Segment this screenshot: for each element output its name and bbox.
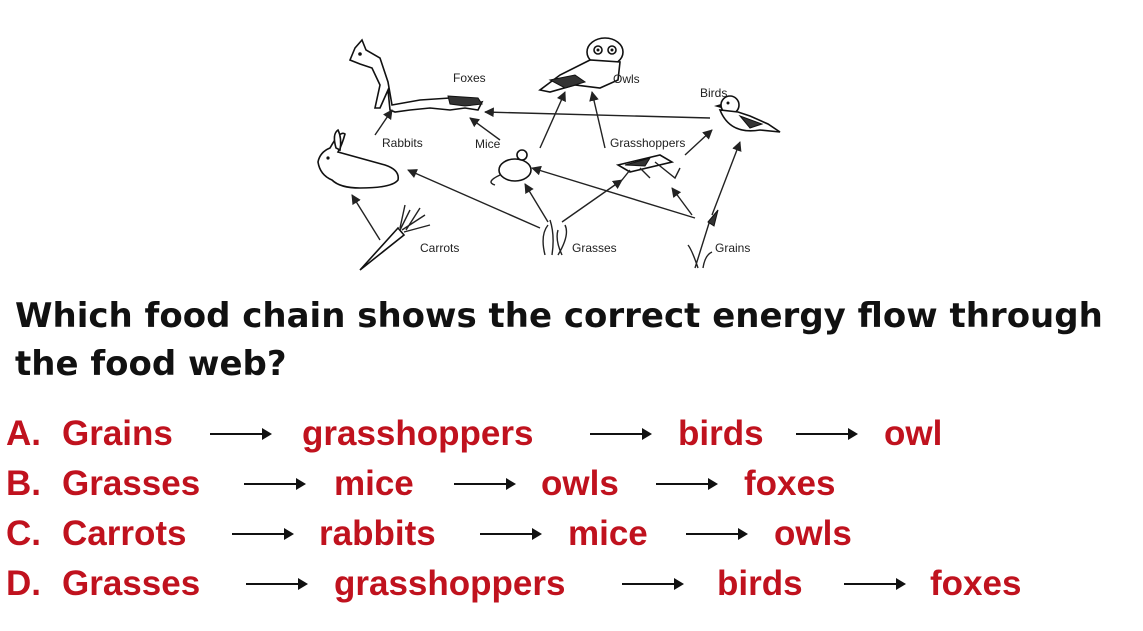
choice-item: owls (541, 464, 619, 503)
choice-letter: C. (6, 514, 41, 553)
question-text: Which food chain shows the correct energ… (15, 296, 1103, 384)
choice-letter: D. (6, 564, 41, 603)
choice-item: Grasses (62, 564, 201, 603)
label-grasses: Grasses (572, 241, 617, 255)
label-birds: Birds (700, 86, 727, 100)
choice-item: Grasses (62, 464, 201, 503)
answer-choices: A. Grains grasshoppers birds owl B. Gras… (0, 410, 1143, 620)
energy-arrows (351, 91, 742, 241)
label-owls: Owls (613, 72, 640, 86)
label-foxes: Foxes (453, 71, 486, 85)
arrow-right-icon (796, 428, 858, 440)
label-grains: Grains (715, 241, 750, 255)
choice-item: birds (717, 564, 803, 603)
label-mice: Mice (475, 137, 501, 151)
choice-item: grasshoppers (302, 414, 534, 453)
grain-icon (687, 209, 719, 269)
choice-item: foxes (744, 464, 836, 503)
choice-letter: A. (6, 414, 41, 453)
arrow-right-icon (686, 528, 748, 540)
fox-icon (348, 38, 484, 113)
arrow-right-icon (454, 478, 516, 490)
grasshopper-icon (615, 154, 681, 181)
choice-item: owls (774, 514, 852, 553)
arrow-right-icon (656, 478, 718, 490)
arrow-right-icon (244, 478, 306, 490)
rabbit-icon (317, 128, 400, 189)
arrow-right-icon (232, 528, 294, 540)
mouse-icon (490, 149, 532, 186)
choice-item: birds (678, 414, 764, 453)
label-carrots: Carrots (420, 241, 459, 255)
grass-icon (542, 219, 568, 256)
choice-item: mice (568, 514, 648, 553)
choice-item: Grains (62, 414, 173, 453)
arrow-right-icon (844, 578, 906, 590)
choice-item: Carrots (62, 514, 187, 553)
choice-letter: B. (6, 464, 41, 503)
arrow-right-icon (480, 528, 542, 540)
label-rabbits: Rabbits (382, 136, 423, 150)
arrow-right-icon (622, 578, 684, 590)
choice-item: mice (334, 464, 414, 503)
arrow-right-icon (590, 428, 652, 440)
food-web-diagram: Foxes Owls Birds Rabbits Mice Grasshoppe… (317, 37, 781, 271)
bird-icon (714, 95, 781, 133)
choice-item: owl (884, 414, 943, 453)
choice-item: foxes (930, 564, 1022, 603)
choice-item: grasshoppers (334, 564, 566, 603)
owl-icon (538, 37, 624, 93)
label-grasshoppers: Grasshoppers (610, 136, 685, 150)
carrot-icon (359, 204, 431, 271)
arrow-right-icon (210, 428, 272, 440)
arrow-right-icon (246, 578, 308, 590)
choice-item: rabbits (319, 514, 436, 553)
